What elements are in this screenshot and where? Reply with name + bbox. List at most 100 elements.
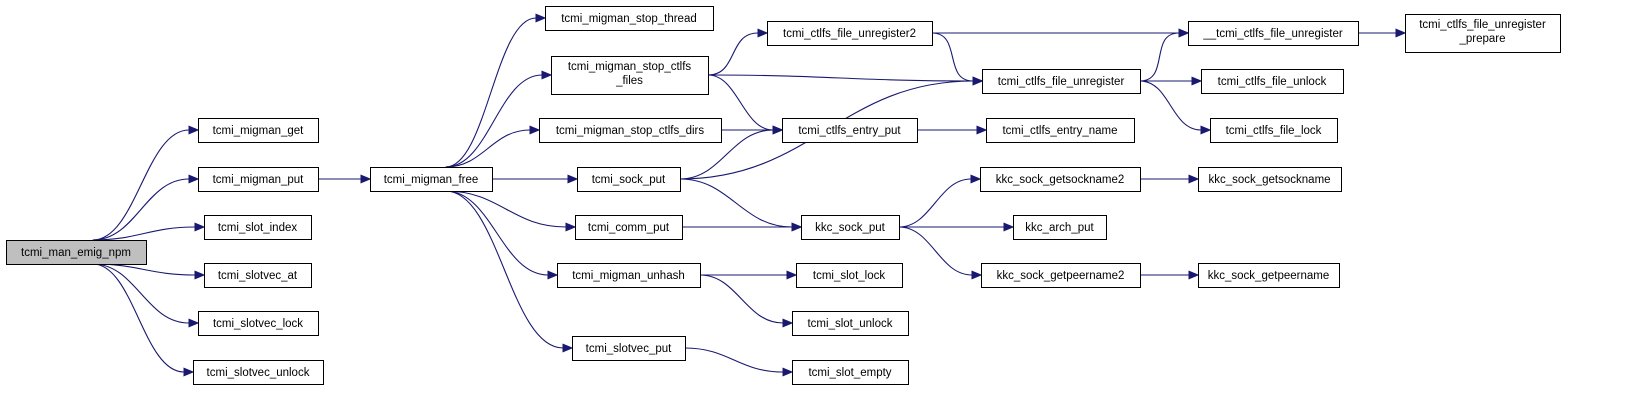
node-stop-ctlfs-files[interactable]: tcmi_migman_stop_ctlfs _files bbox=[551, 56, 709, 95]
node-stop-thread[interactable]: tcmi_migman_stop_thread bbox=[545, 6, 714, 31]
edge-getsockname2-to-getsockname bbox=[1140, 174, 1200, 184]
node-box bbox=[1013, 215, 1107, 240]
edge-file-unregister-to---file-unregister bbox=[1139, 28, 1190, 82]
edge-migman-free-to-stop-ctlfs-files bbox=[445, 70, 553, 168]
node-label: kkc_sock_getsockname bbox=[1208, 174, 1330, 186]
node-migman-free[interactable]: tcmi_migman_free bbox=[370, 167, 493, 192]
node-box bbox=[6, 240, 147, 265]
node-box bbox=[539, 118, 722, 143]
node-box bbox=[981, 263, 1141, 288]
node-migman-unhash[interactable]: tcmi_migman_unhash bbox=[557, 263, 701, 288]
edge-migman-free-to-stop-thread bbox=[445, 13, 547, 168]
node-box bbox=[193, 360, 324, 385]
node-box bbox=[767, 21, 933, 46]
node-box bbox=[982, 69, 1141, 94]
node-box bbox=[1405, 14, 1561, 53]
edge-root-to-slotvec-unlock bbox=[92, 263, 195, 377]
edge-kkc-sock-put-to-arch-put bbox=[898, 222, 1015, 232]
call-edges bbox=[92, 13, 1407, 377]
node-kkc-sock-put[interactable]: kkc_sock_put bbox=[801, 215, 900, 240]
node-getsockname2[interactable]: kkc_sock_getsockname2 bbox=[980, 167, 1141, 192]
node-slot-unlock[interactable]: tcmi_slot_unlock bbox=[792, 311, 909, 336]
node-entry-put[interactable]: tcmi_ctlfs_entry_put bbox=[782, 118, 918, 143]
node-box bbox=[370, 167, 493, 192]
function-nodes: tcmi_man_emig_npm tcmi_migman_get tcmi_mig… bbox=[6, 6, 1561, 385]
edge-comm-put-to-kkc-sock-put bbox=[681, 222, 803, 232]
node-box bbox=[1198, 263, 1340, 288]
edge-kkc-sock-put-to-getsockname2 bbox=[898, 174, 982, 228]
node-slot-empty[interactable]: tcmi_slot_empty bbox=[792, 360, 909, 385]
node-label: kkc_sock_getsockname2 bbox=[996, 174, 1124, 186]
node-label: _prepare bbox=[1458, 33, 1505, 45]
node-label: tcmi_migman_stop_ctlfs_dirs bbox=[556, 125, 705, 137]
node-label: tcmi_slotvec_put bbox=[586, 343, 672, 355]
node-label: tcmi_ctlfs_file_unregister2 bbox=[783, 28, 916, 40]
node-label: tcmi_migman_stop_thread bbox=[561, 13, 697, 25]
node-getpeername[interactable]: kkc_sock_getpeername bbox=[1198, 263, 1340, 288]
node-label: tcmi_migman_free bbox=[384, 174, 479, 186]
node-slot-lock[interactable]: tcmi_slot_lock bbox=[796, 263, 903, 288]
edge-stop-ctlfs-files-to-file-unregister2 bbox=[707, 28, 769, 76]
node-slotvec-unlock[interactable]: tcmi_slotvec_unlock bbox=[193, 360, 324, 385]
node-label: tcmi_migman_put bbox=[213, 174, 305, 186]
node-file-unregister[interactable]: tcmi_ctlfs_file_unregister bbox=[982, 69, 1141, 94]
edge-file-unregister2-to---file-unregister bbox=[932, 28, 1190, 38]
node-sock-put[interactable]: tcmi_sock_put bbox=[577, 167, 681, 192]
node-box bbox=[545, 6, 714, 31]
node-box bbox=[1188, 21, 1359, 46]
node-slot-index[interactable]: tcmi_slot_index bbox=[204, 215, 312, 240]
node-label: tcmi_ctlfs_entry_name bbox=[1002, 125, 1117, 137]
node-migman-get[interactable]: tcmi_migman_get bbox=[198, 118, 319, 143]
node-box bbox=[1201, 69, 1344, 94]
node-file-unlock[interactable]: tcmi_ctlfs_file_unlock bbox=[1201, 69, 1344, 94]
edge-root-to-migman-put bbox=[92, 174, 200, 241]
node-box bbox=[801, 215, 900, 240]
node-label: tcmi_slot_unlock bbox=[807, 318, 892, 330]
node-label: kkc_sock_getpeername bbox=[1208, 270, 1329, 282]
edge-sock-put-to-entry-put bbox=[679, 125, 784, 180]
node-root[interactable]: tcmi_man_emig_npm bbox=[6, 240, 147, 265]
node-stop-ctlfs-dirs[interactable]: tcmi_migman_stop_ctlfs_dirs bbox=[539, 118, 722, 143]
node-migman-put[interactable]: tcmi_migman_put bbox=[198, 167, 319, 192]
node-box bbox=[782, 118, 918, 143]
node-box bbox=[551, 56, 709, 95]
edge-kkc-sock-put-to-getpeername2 bbox=[898, 226, 983, 280]
edge-entry-put-to-entry-name bbox=[917, 125, 988, 135]
node-slotvec-at[interactable]: tcmi_slotvec_at bbox=[204, 263, 312, 288]
node-slotvec-lock[interactable]: tcmi_slotvec_lock bbox=[198, 311, 319, 336]
node-label: _files bbox=[615, 75, 643, 87]
node-label: tcmi_migman_get bbox=[213, 125, 305, 137]
node-label: tcmi_slotvec_lock bbox=[213, 318, 303, 330]
node-comm-put[interactable]: tcmi_comm_put bbox=[575, 215, 683, 240]
node-label: kkc_sock_put bbox=[815, 222, 885, 234]
node-box bbox=[792, 311, 909, 336]
edge-migman-unhash-to-slot-unlock bbox=[699, 274, 794, 328]
node-label: tcmi_ctlfs_entry_put bbox=[798, 125, 901, 137]
node-arch-put[interactable]: kkc_arch_put bbox=[1013, 215, 1107, 240]
node-box bbox=[792, 360, 909, 385]
node-label: tcmi_man_emig_npm bbox=[21, 247, 131, 259]
node-file-lock[interactable]: tcmi_ctlfs_file_lock bbox=[1210, 118, 1338, 143]
edge-file-unregister-to-file-unlock bbox=[1140, 76, 1203, 86]
node-label: tcmi_migman_stop_ctlfs bbox=[568, 61, 692, 73]
node-box bbox=[980, 167, 1141, 192]
node-box bbox=[198, 311, 319, 336]
node-box bbox=[204, 215, 312, 240]
edge-migman-unhash-to-slot-lock bbox=[699, 270, 798, 280]
node-file-unregister2[interactable]: tcmi_ctlfs_file_unregister2 bbox=[767, 21, 933, 46]
node-slotvec-put[interactable]: tcmi_slotvec_put bbox=[572, 336, 686, 361]
node-label: tcmi_ctlfs_file_lock bbox=[1226, 125, 1322, 137]
node-label: tcmi_slotvec_at bbox=[218, 270, 298, 282]
edge-file-unregister-to-file-lock bbox=[1139, 80, 1212, 135]
node-getsockname[interactable]: kkc_sock_getsockname bbox=[1198, 167, 1342, 192]
node-label: tcmi_slot_empty bbox=[808, 367, 891, 379]
node---file-unregister[interactable]: __tcmi_ctlfs_file_unregister bbox=[1188, 21, 1359, 46]
edge-file-unregister2-to-file-unregister bbox=[931, 32, 984, 86]
node-label: tcmi_ctlfs_file_unregister bbox=[1419, 19, 1546, 31]
node-getpeername2[interactable]: kkc_sock_getpeername2 bbox=[981, 263, 1141, 288]
node-box bbox=[198, 167, 319, 192]
edge---file-unregister-to-unregister-prepare bbox=[1358, 28, 1407, 38]
edge-migman-put-to-migman-free bbox=[318, 174, 372, 184]
node-unregister-prepare[interactable]: tcmi_ctlfs_file_unregister _prepare bbox=[1405, 14, 1561, 53]
node-entry-name[interactable]: tcmi_ctlfs_entry_name bbox=[986, 118, 1135, 143]
